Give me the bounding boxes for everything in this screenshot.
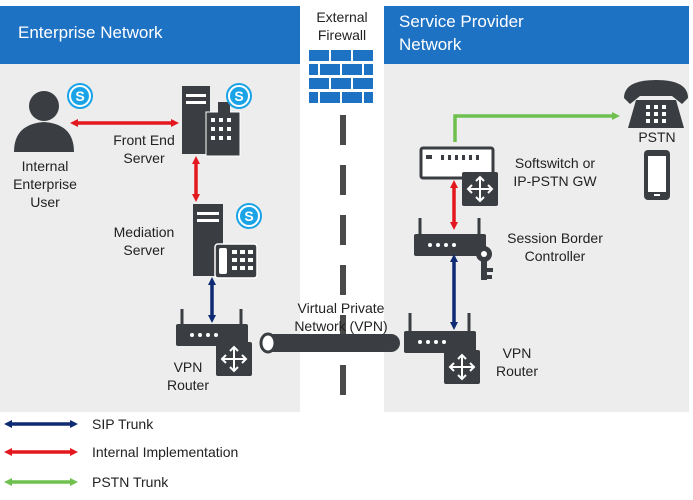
firewall-icon <box>307 48 375 106</box>
legend-internal-label: Internal Implementation <box>92 444 239 460</box>
pstn-label: PSTN <box>638 129 676 145</box>
softswitch-icon <box>419 146 499 207</box>
enterprise-network-title: Enterprise Network <box>0 6 300 64</box>
mediation-server-icon <box>193 204 258 279</box>
front-end-server-icon <box>182 86 241 157</box>
pstn-link-softswitch-phone <box>453 112 620 142</box>
legend-pstn-label: PSTN Trunk <box>92 474 169 490</box>
session-border-controller-icon <box>414 218 493 280</box>
key-icon <box>476 246 493 280</box>
skype-badge-icon <box>236 203 262 229</box>
mobile-phone-icon <box>644 150 670 200</box>
skype-badge-icon <box>67 83 93 109</box>
legend-sip-label: SIP Trunk <box>92 416 154 432</box>
vpn-tunnel <box>259 332 400 354</box>
phone-icon <box>624 80 688 128</box>
skype-badge-icon <box>226 83 252 109</box>
service-provider-network-title: Service Provider Network <box>384 6 689 64</box>
vpn-router-enterprise-icon <box>176 309 253 377</box>
user-icon <box>14 91 74 152</box>
vpn-router-sp-icon <box>404 313 481 385</box>
